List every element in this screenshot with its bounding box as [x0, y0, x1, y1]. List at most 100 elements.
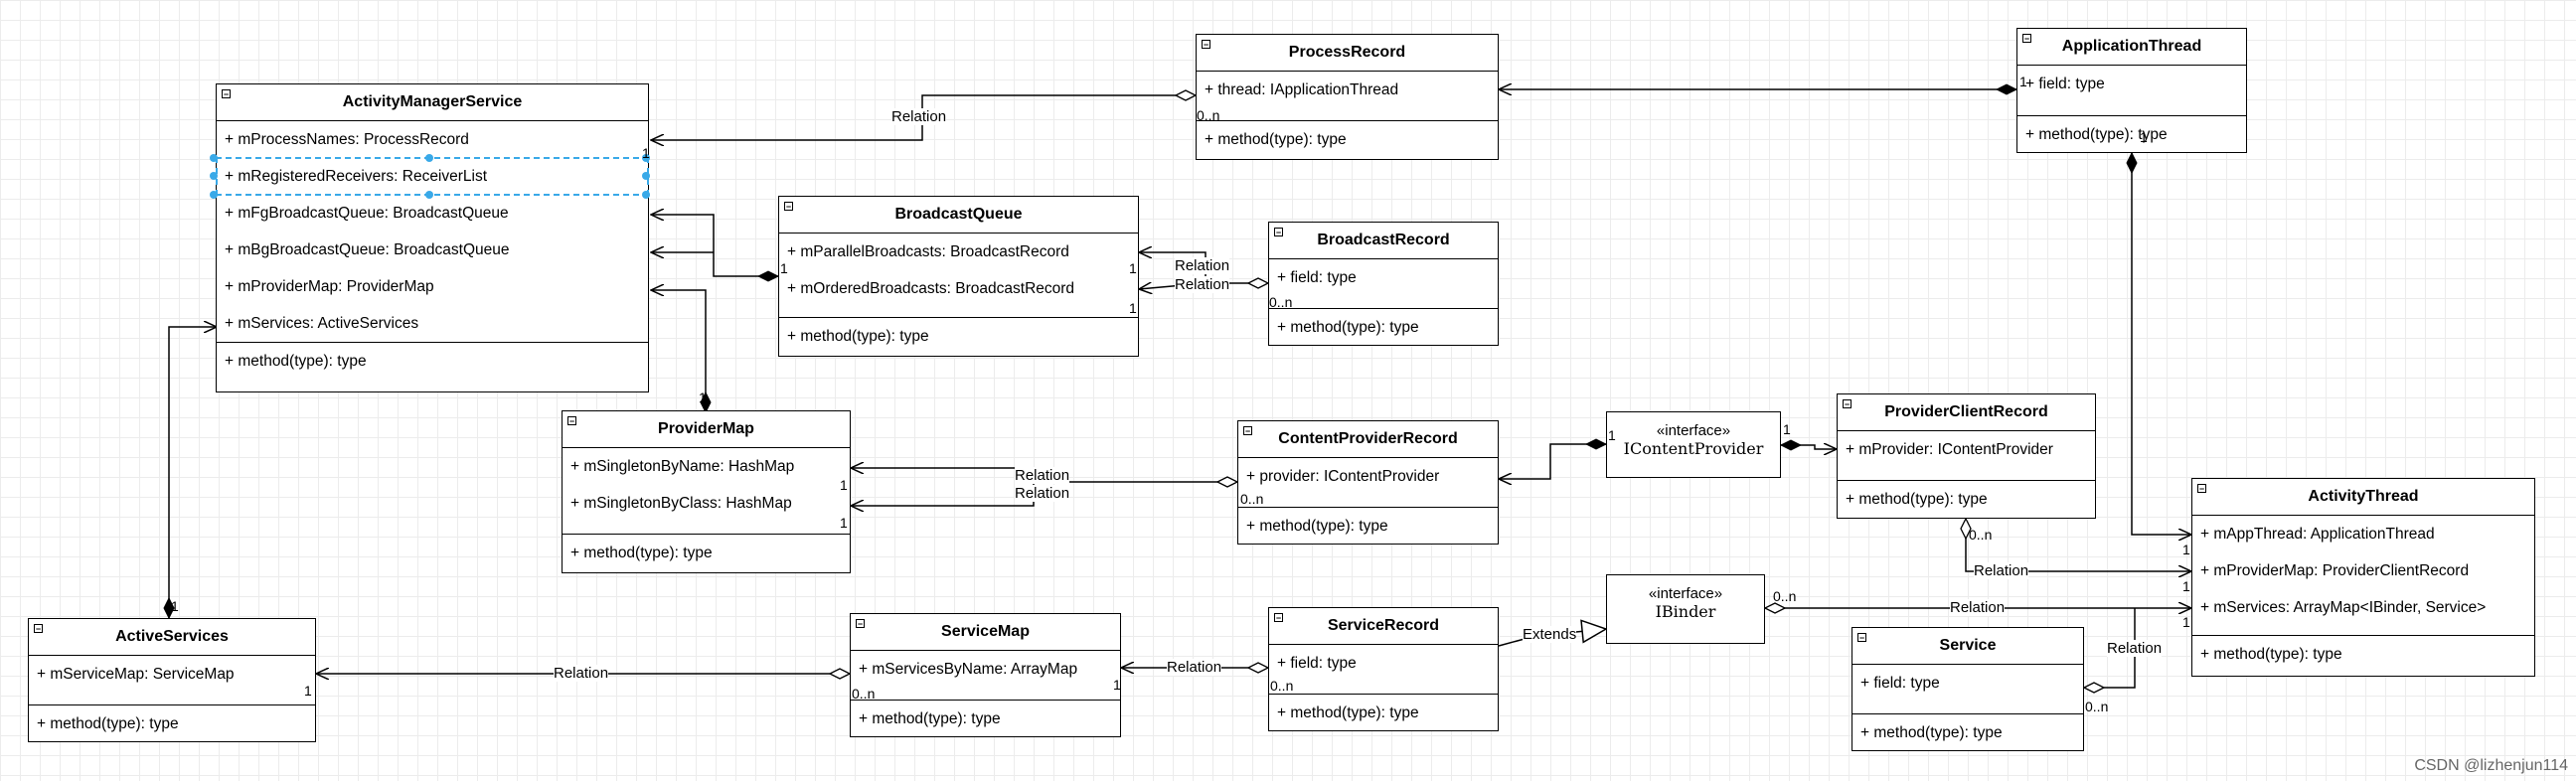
class-name: ServiceRecord [1327, 617, 1440, 634]
method[interactable]: + method(type): type [1269, 694, 1498, 731]
edge-broadcastqueue-ams-fg [651, 215, 778, 276]
attribute[interactable]: + mProvider: IContentProvider [1846, 441, 2053, 458]
class-activity-thread[interactable]: −ActivityThread + mAppThread: Applicatio… [2191, 478, 2535, 677]
method[interactable]: + method(type): type [779, 317, 1138, 355]
attribute[interactable]: + thread: IApplicationThread [1205, 81, 1399, 98]
interface-icontentprovider[interactable]: «interface» IContentProvider [1606, 411, 1781, 478]
attribute[interactable]: + mOrderedBroadcasts: BroadcastRecord [787, 280, 1075, 297]
edge-label: Relation [1167, 659, 1222, 676]
class-name: ProcessRecord [1288, 44, 1406, 61]
attribute[interactable]: + mServicesByName: ArrayMap [859, 661, 1078, 678]
class-application-thread[interactable]: −ApplicationThread + field: type + metho… [2016, 28, 2247, 153]
edge-label: Relation [554, 665, 609, 682]
attribute[interactable]: + mSingletonByName: HashMap [570, 458, 795, 475]
multiplicity: 1 [840, 515, 848, 531]
watermark-credit: CSDN @lizhenjun114 [2414, 757, 2568, 774]
collapse-icon[interactable]: − [1274, 228, 1283, 237]
method[interactable]: + method(type): type [29, 704, 315, 742]
collapse-icon[interactable]: − [34, 624, 43, 634]
collapse-icon[interactable]: − [1202, 40, 1210, 50]
method[interactable]: + method(type): type [217, 342, 648, 380]
multiplicity: 1 [840, 477, 848, 493]
stereotype: «interface» [1648, 585, 1723, 602]
class-name: ServiceMap [941, 623, 1030, 640]
collapse-icon[interactable]: − [1274, 613, 1283, 623]
method[interactable]: + method(type): type [1852, 713, 2083, 751]
class-name: ProviderClientRecord [1884, 403, 2048, 420]
attribute[interactable]: + field: type [2025, 76, 2105, 92]
selection-handle[interactable] [642, 154, 650, 162]
edge-label: Relation [1974, 562, 2029, 579]
attribute[interactable]: + mServiceMap: ServiceMap [37, 666, 235, 683]
attribute[interactable]: + field: type [1860, 675, 1940, 692]
class-service-map[interactable]: −ServiceMap + mServicesByName: ArrayMap … [850, 613, 1121, 737]
method[interactable]: + method(type): type [2017, 115, 2246, 153]
class-name: ProviderMap [658, 420, 754, 437]
attribute[interactable]: + field: type [1277, 269, 1357, 286]
attribute[interactable]: + mAppThread: ApplicationThread [2200, 526, 2435, 543]
class-name: ContentProviderRecord [1278, 430, 1458, 447]
multiplicity: 1 [1608, 427, 1616, 443]
selection-handle[interactable] [642, 191, 650, 199]
class-provider-client-record[interactable]: − ProviderClientRecord + mProvider: ICont… [1837, 393, 2096, 519]
class-broadcast-record[interactable]: −BroadcastRecord + field: type + method(… [1268, 222, 1499, 346]
method[interactable]: + method(type): type [563, 534, 850, 571]
attribute[interactable]: + mParallelBroadcasts: BroadcastRecord [787, 243, 1069, 260]
collapse-icon[interactable]: − [1857, 633, 1866, 643]
multiplicity: 1 [2182, 614, 2190, 630]
class-content-provider-record[interactable]: − ContentProviderRecord + provider: ICont… [1237, 420, 1499, 545]
selection-handle[interactable] [425, 191, 433, 199]
method[interactable]: + method(type): type [851, 700, 1120, 737]
multiplicity: 1 [2140, 129, 2148, 145]
selection-handle[interactable] [425, 154, 433, 162]
method[interactable]: + method(type): type [1197, 120, 1498, 158]
interface-ibinder[interactable]: «interface» IBinder [1606, 574, 1765, 644]
attribute[interactable]: + mServices: ArrayMap<IBinder, Service> [2200, 599, 2487, 616]
attribute[interactable]: + mServices: ActiveServices [225, 315, 419, 332]
attribute[interactable]: + mProviderMap: ProviderClientRecord [2200, 562, 2470, 579]
edge-label: Relation [891, 108, 947, 125]
attribute-selected[interactable]: + mRegisteredReceivers: ReceiverList [216, 157, 649, 196]
collapse-icon[interactable]: − [222, 89, 231, 99]
class-provider-map[interactable]: − ProviderMap + mSingletonByName: HashMap… [562, 410, 851, 573]
method[interactable]: + method(type): type [1238, 507, 1498, 545]
multiplicity: 1 [780, 260, 788, 276]
class-broadcast-queue[interactable]: −BroadcastQueue + mParallelBroadcasts: B… [778, 196, 1139, 357]
selection-handle[interactable] [642, 172, 650, 180]
collapse-icon[interactable]: − [567, 416, 576, 426]
multiplicity: 1 [1129, 260, 1137, 276]
selection-handle[interactable] [210, 172, 218, 180]
attribute[interactable]: + mFgBroadcastQueue: BroadcastQueue [225, 205, 509, 222]
attribute[interactable]: + mProviderMap: ProviderMap [225, 278, 434, 295]
edge-label: Relation [1015, 467, 1070, 484]
multiplicity: 1 [1783, 421, 1791, 437]
edge-activeservices-ams [169, 327, 217, 618]
collapse-icon[interactable]: − [2022, 34, 2031, 44]
attribute[interactable]: + mProcessNames: ProcessRecord [225, 131, 469, 148]
method[interactable]: + method(type): type [1838, 480, 2095, 518]
multiplicity: 0..n [2085, 699, 2109, 714]
collapse-icon[interactable]: − [2197, 484, 2206, 494]
class-activity-manager-service[interactable]: −ActivityManagerService + mProcessNames:… [216, 83, 649, 392]
class-active-services[interactable]: −ActiveServices + mServiceMap: ServiceMa… [28, 618, 316, 742]
selection-handle[interactable] [210, 191, 218, 199]
edge-providermap-ams [651, 290, 706, 412]
attribute[interactable]: + mBgBroadcastQueue: BroadcastQueue [225, 241, 510, 258]
edge-pcr-icp [1781, 445, 1837, 449]
selection-handle[interactable] [210, 154, 218, 162]
class-service-record[interactable]: − ServiceRecord + field: type + method(ty… [1268, 607, 1499, 731]
method[interactable]: + method(type): type [1269, 308, 1498, 346]
collapse-icon[interactable]: − [856, 619, 865, 629]
attribute[interactable]: + field: type [1277, 655, 1357, 672]
class-process-record[interactable]: − ProcessRecord + thread: IApplicationThr… [1196, 34, 1499, 160]
collapse-icon[interactable]: − [1843, 399, 1852, 409]
attribute[interactable]: + mSingletonByClass: HashMap [570, 495, 792, 512]
attribute[interactable]: + provider: IContentProvider [1246, 468, 1440, 485]
collapse-icon[interactable]: − [1243, 426, 1252, 436]
multiplicity: 1 [2182, 578, 2190, 594]
collapse-icon[interactable]: − [784, 202, 793, 212]
method[interactable]: + method(type): type [2192, 635, 2534, 673]
class-service[interactable]: −Service + field: type + method(type): t… [1852, 627, 2084, 751]
interface-name: IContentProvider [1623, 439, 1764, 458]
multiplicity: 0..n [1969, 527, 1993, 543]
